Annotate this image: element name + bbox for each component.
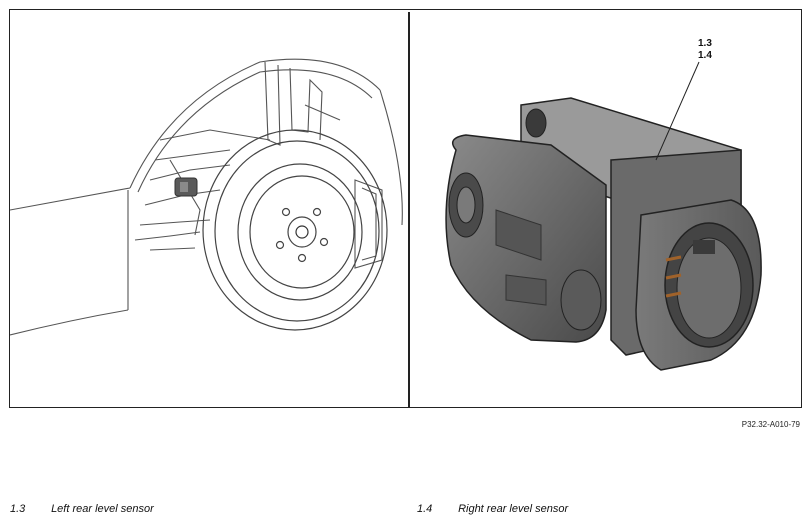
figure-id: P32.32-A010-79 xyxy=(741,420,800,429)
legend-item: 1.3 Left rear level sensor xyxy=(10,503,154,515)
legend-number: 1.3 xyxy=(10,503,26,515)
legend-label: Right rear level sensor xyxy=(458,503,569,515)
callout-label-1-3: 1.3 xyxy=(698,38,712,49)
wheel-arch-illustration xyxy=(10,58,403,336)
legend-item: 1.4 Right rear level sensor xyxy=(417,503,568,515)
level-sensor-illustration xyxy=(445,61,762,371)
callout-label-1-4: 1.4 xyxy=(698,50,712,61)
legend-number: 1.4 xyxy=(417,503,433,515)
panel-divider xyxy=(408,12,410,407)
legend-label: Left rear level sensor xyxy=(51,503,154,515)
figure-frame xyxy=(9,9,802,408)
